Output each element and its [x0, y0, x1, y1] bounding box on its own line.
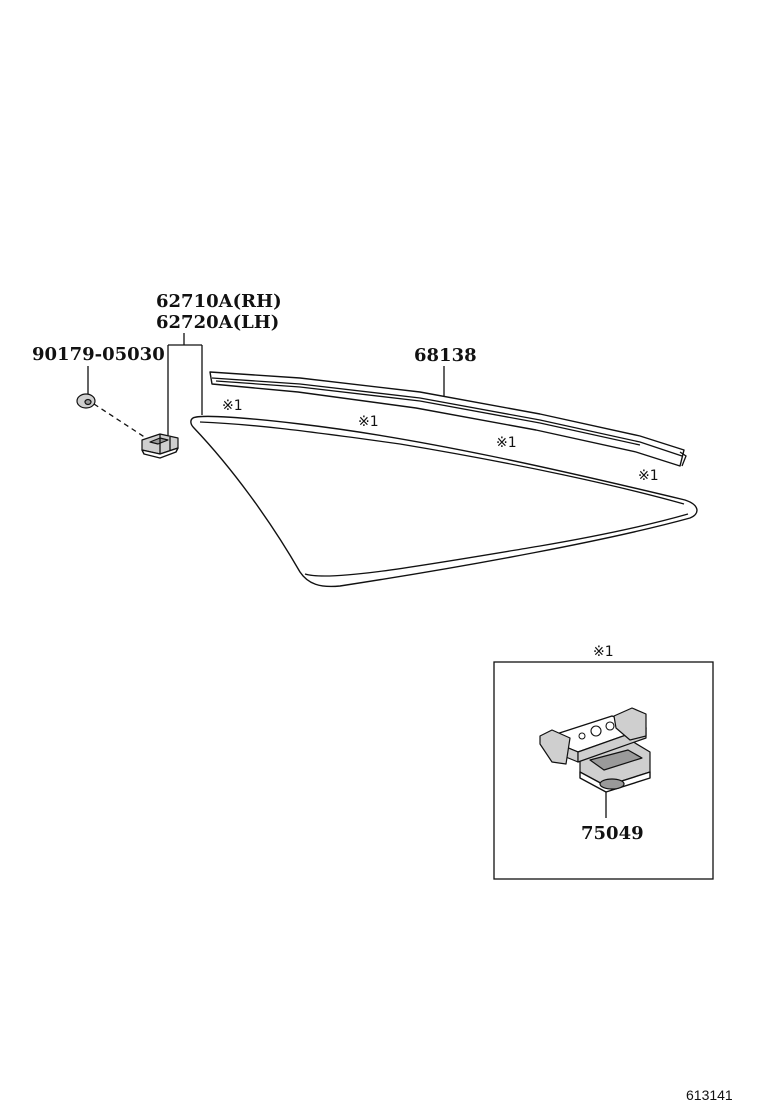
part-number-62720: 62720A(LH)	[156, 312, 279, 333]
quarter-window-glass	[190, 415, 698, 588]
labels: 62710A(RH) 62720A(LH) 90179-05030 68138 …	[32, 291, 733, 1103]
nut-90179	[76, 393, 96, 409]
part-number-75049: 75049	[581, 823, 644, 844]
detail-box	[493, 661, 714, 880]
clip-62710-62720	[141, 433, 179, 459]
ref-mark-4: ※1	[638, 468, 659, 484]
ref-mark-3: ※1	[496, 435, 517, 451]
drawing-number: 613141	[686, 1087, 733, 1103]
detail-ref-mark: ※1	[593, 644, 614, 660]
part-number-62710: 62710A(RH)	[156, 291, 282, 312]
clip-75049	[539, 707, 651, 793]
part-number-68138: 68138	[414, 345, 477, 366]
ref-mark-1: ※1	[222, 398, 243, 414]
part-number-90179: 90179-05030	[32, 344, 165, 365]
moulding-strip-68138	[209, 371, 687, 467]
ref-mark-2: ※1	[358, 414, 379, 430]
